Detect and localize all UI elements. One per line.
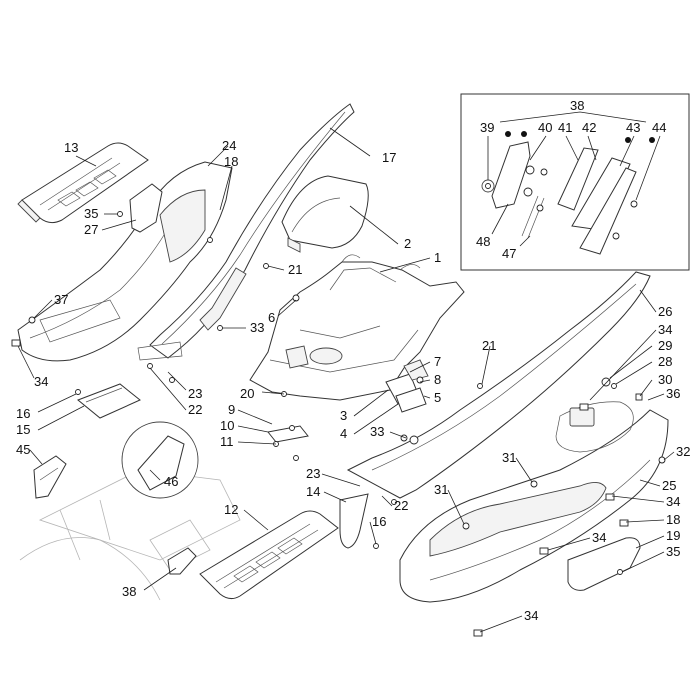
footboard-mat-left-top bbox=[17, 142, 149, 224]
latch-assembly-38-lower bbox=[167, 547, 197, 575]
callout-15: 15 bbox=[16, 422, 30, 437]
callout-10: 10 bbox=[220, 418, 234, 433]
callout-8: 8 bbox=[434, 372, 441, 387]
callout-2: 2 bbox=[404, 236, 411, 251]
bracket-group-3-5 bbox=[385, 359, 429, 413]
callout-39: 39 bbox=[480, 120, 494, 135]
central-body-tunnel bbox=[249, 254, 465, 401]
callout-42: 42 bbox=[582, 120, 596, 135]
callout-23: 23 bbox=[188, 386, 202, 401]
callout-47: 47 bbox=[502, 246, 516, 261]
callout-22: 22 bbox=[394, 498, 408, 513]
small-cover-panel-27 bbox=[129, 183, 163, 233]
right-side-fairing bbox=[346, 271, 651, 499]
callout-27: 27 bbox=[84, 222, 98, 237]
callout-48: 48 bbox=[476, 234, 490, 249]
callout-1: 1 bbox=[434, 250, 441, 265]
callout-12: 12 bbox=[224, 502, 238, 517]
callout-16: 16 bbox=[372, 514, 386, 529]
callout-44: 44 bbox=[652, 120, 666, 135]
inset-hardware-kit bbox=[460, 93, 690, 271]
callout-21: 21 bbox=[288, 262, 302, 277]
leader-lines bbox=[17, 111, 675, 633]
callout-34: 34 bbox=[666, 494, 680, 509]
callout-7: 7 bbox=[434, 354, 441, 369]
callout-23: 23 bbox=[306, 466, 320, 481]
callout-17: 17 bbox=[382, 150, 396, 165]
small-cover-panel-19 bbox=[567, 537, 641, 591]
callout-34: 34 bbox=[592, 530, 606, 545]
wedge-cover-14 bbox=[339, 493, 369, 549]
seat-cushion bbox=[281, 175, 369, 253]
lower-right-panel bbox=[399, 401, 669, 603]
callout-6: 6 bbox=[268, 310, 275, 325]
callout-20: 20 bbox=[240, 386, 254, 401]
callout-29: 29 bbox=[658, 338, 672, 353]
callout-33: 33 bbox=[370, 424, 384, 439]
callout-37: 37 bbox=[54, 292, 68, 307]
callout-18: 18 bbox=[224, 154, 238, 169]
callout-34: 34 bbox=[658, 322, 672, 337]
callout-14: 14 bbox=[306, 484, 320, 499]
latch-45 bbox=[33, 455, 67, 499]
callout-32: 32 bbox=[676, 444, 690, 459]
callout-33: 33 bbox=[250, 320, 264, 335]
frame-ghost-outline bbox=[19, 469, 241, 601]
callout-16: 16 bbox=[16, 406, 30, 421]
callout-25: 25 bbox=[662, 478, 676, 493]
callout-19: 19 bbox=[666, 528, 680, 543]
callout-38: 38 bbox=[570, 98, 584, 113]
small-box-cover-15 bbox=[77, 383, 141, 419]
callout-24: 24 bbox=[222, 138, 236, 153]
callout-34: 34 bbox=[524, 608, 538, 623]
callout-36: 36 bbox=[666, 386, 680, 401]
callout-26: 26 bbox=[658, 304, 672, 319]
callout-30: 30 bbox=[658, 372, 672, 387]
callout-4: 4 bbox=[340, 426, 347, 441]
footboard-mat-right-lower bbox=[199, 510, 339, 600]
callout-22: 22 bbox=[188, 402, 202, 417]
callout-31: 31 bbox=[434, 482, 448, 497]
callout-38: 38 bbox=[122, 584, 136, 599]
central-spine-cover bbox=[137, 103, 355, 361]
callout-31: 31 bbox=[502, 450, 516, 465]
callout-18: 18 bbox=[666, 512, 680, 527]
callout-40: 40 bbox=[538, 120, 552, 135]
callout-34: 34 bbox=[34, 374, 48, 389]
magnified-detail-46 bbox=[121, 421, 199, 499]
callout-21: 21 bbox=[482, 338, 496, 353]
callout-28: 28 bbox=[658, 354, 672, 369]
fasteners bbox=[11, 211, 666, 637]
callout-9: 9 bbox=[228, 402, 235, 417]
left-side-fairing bbox=[17, 161, 233, 362]
callout-41: 41 bbox=[558, 120, 572, 135]
callout-labels: 13 24 18 17 35 27 2 1 21 37 6 33 34 23 2… bbox=[16, 98, 690, 623]
callout-5: 5 bbox=[434, 390, 441, 405]
bracket-10 bbox=[267, 425, 309, 443]
callout-35: 35 bbox=[666, 544, 680, 559]
callout-46: 46 bbox=[164, 474, 178, 489]
callout-3: 3 bbox=[340, 408, 347, 423]
callout-45: 45 bbox=[16, 442, 30, 457]
callout-35: 35 bbox=[84, 206, 98, 221]
callout-11: 11 bbox=[220, 434, 234, 449]
callout-43: 43 bbox=[626, 120, 640, 135]
callout-13: 13 bbox=[64, 140, 78, 155]
